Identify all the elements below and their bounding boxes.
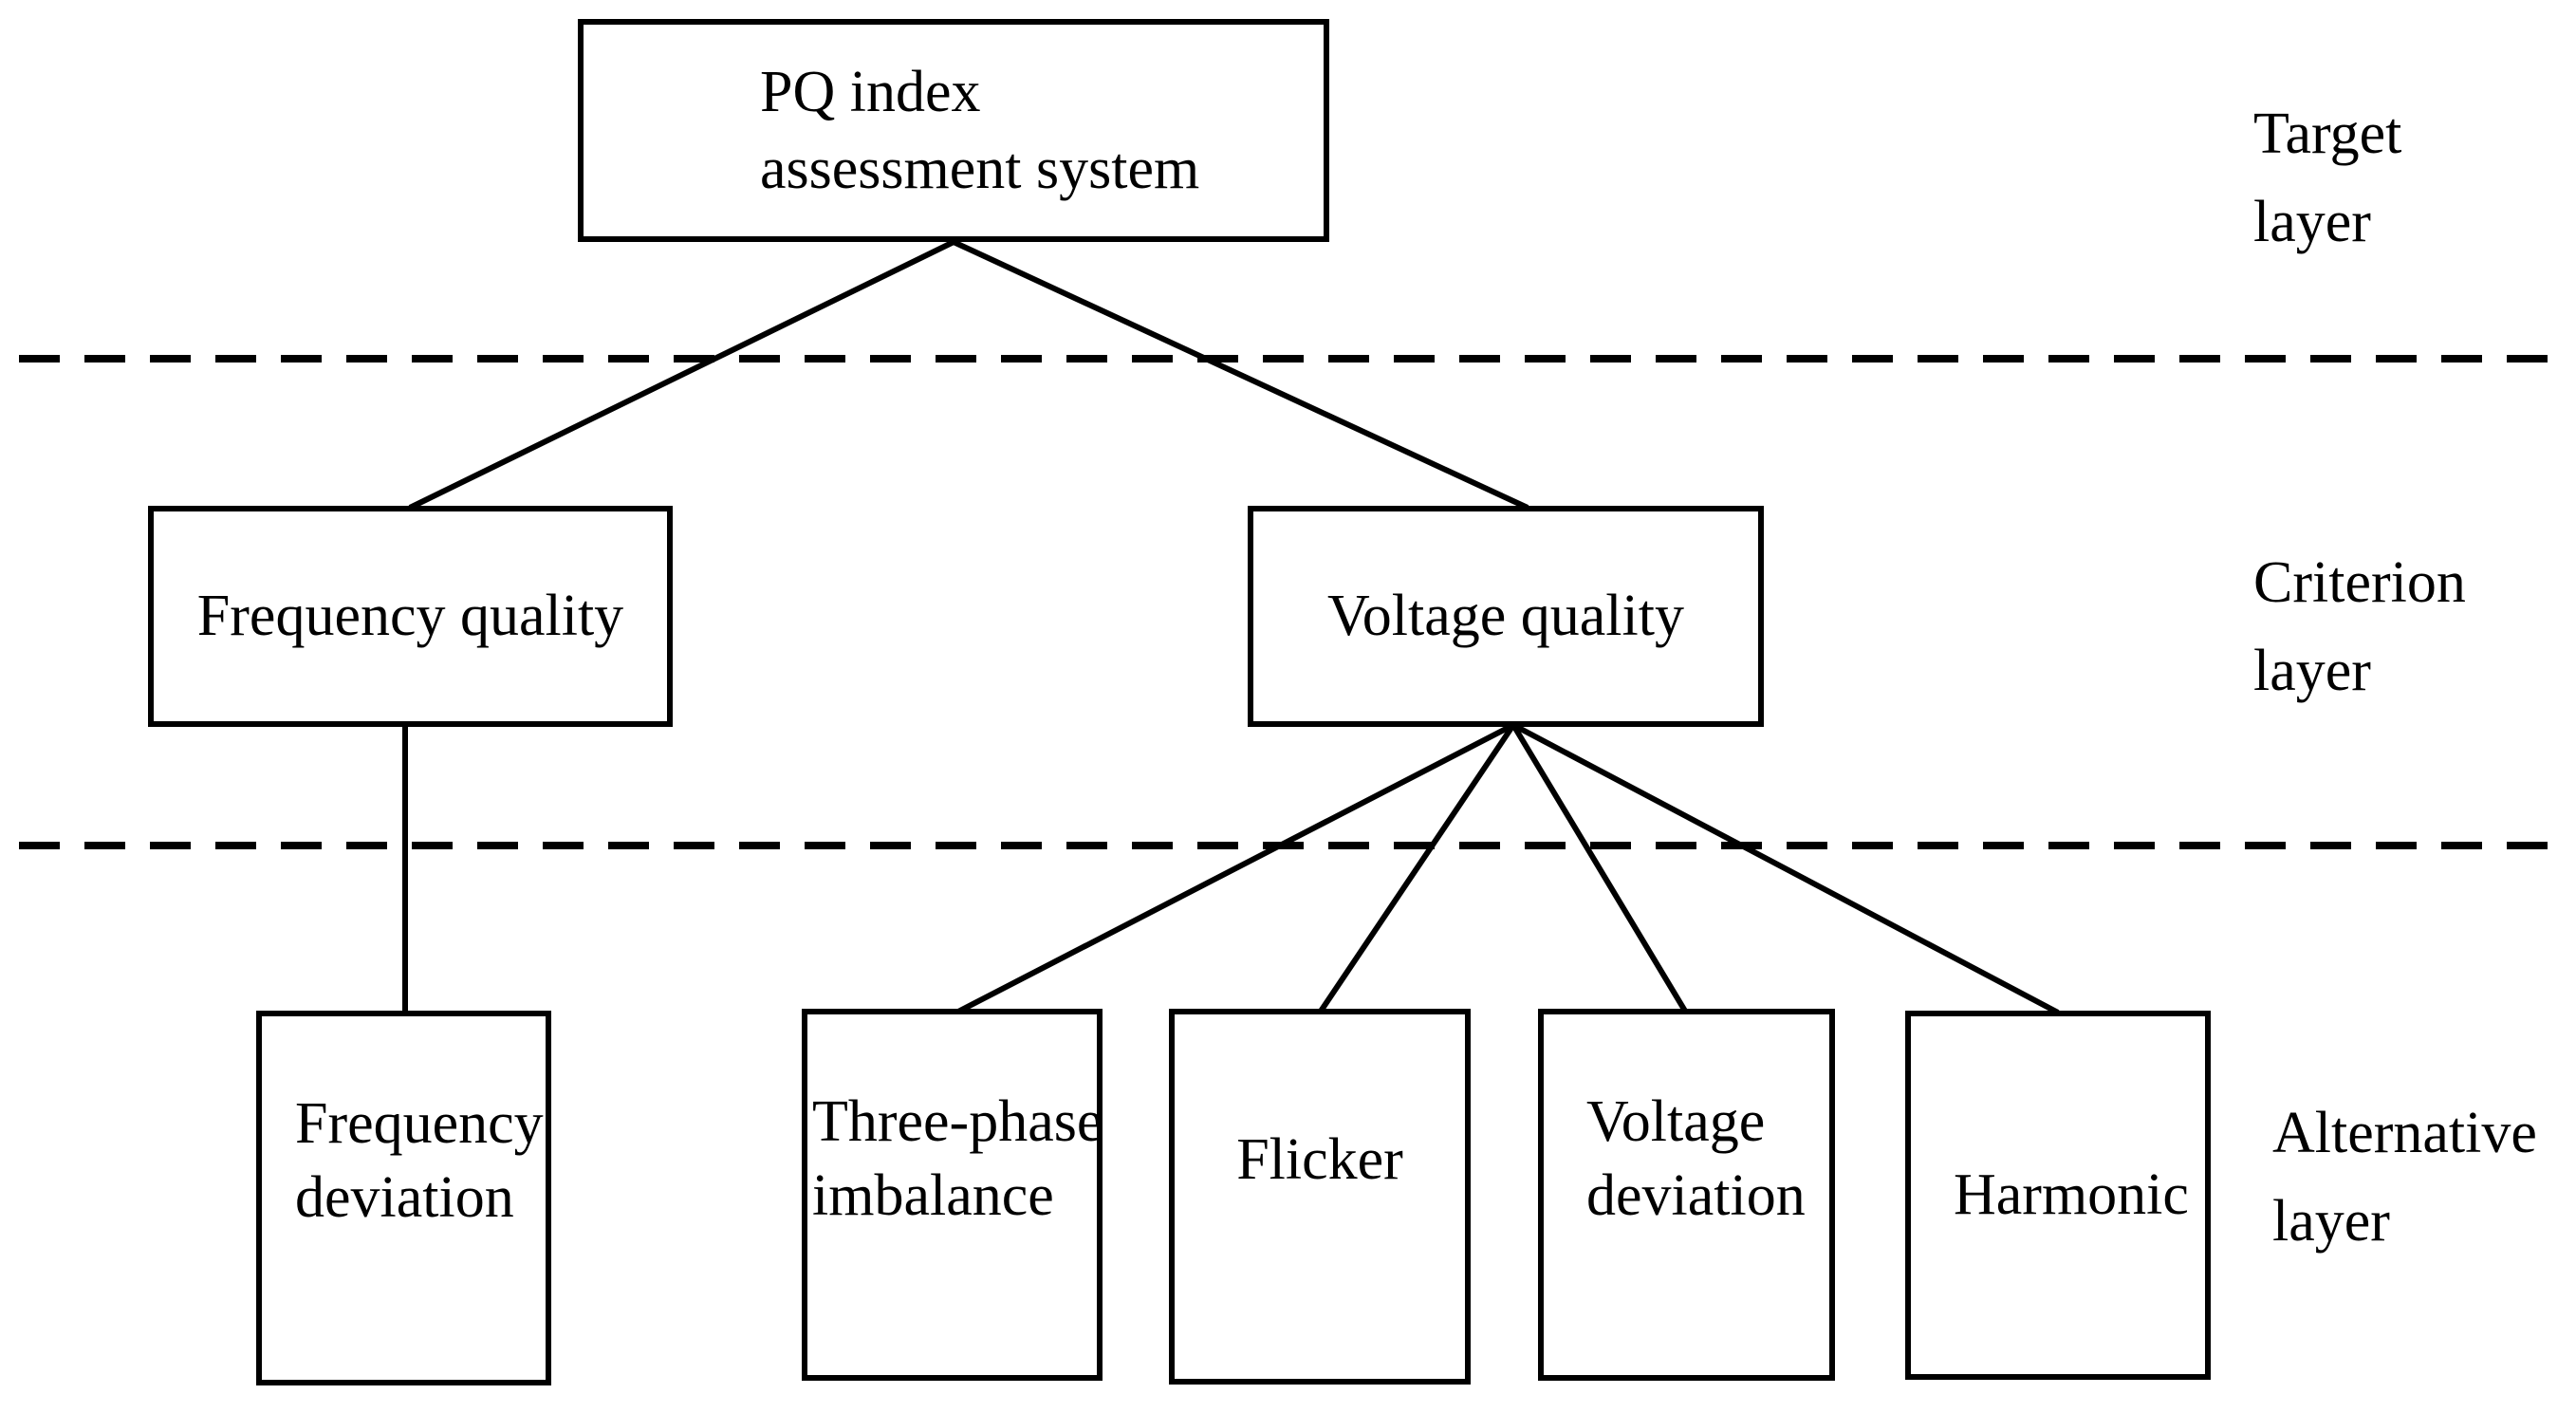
node-voltage-quality: Voltage quality [1248, 506, 1764, 727]
edge-target-to-frequency-quality [408, 239, 955, 511]
node-flicker: Flicker [1169, 1009, 1471, 1385]
edge-voltage-quality-to-voltage-deviation [1510, 723, 1689, 1014]
edge-voltage-quality-to-harmonic [1511, 722, 2060, 1015]
node-harmonic: Harmonic [1905, 1011, 2211, 1380]
edge-voltage-quality-to-three-phase-imbalance [954, 722, 1515, 1015]
edge-target-to-voltage-quality [952, 239, 1529, 511]
edge-voltage-quality-to-flicker [1317, 723, 1516, 1014]
node-frequency-quality: Frequency quality [148, 506, 673, 727]
